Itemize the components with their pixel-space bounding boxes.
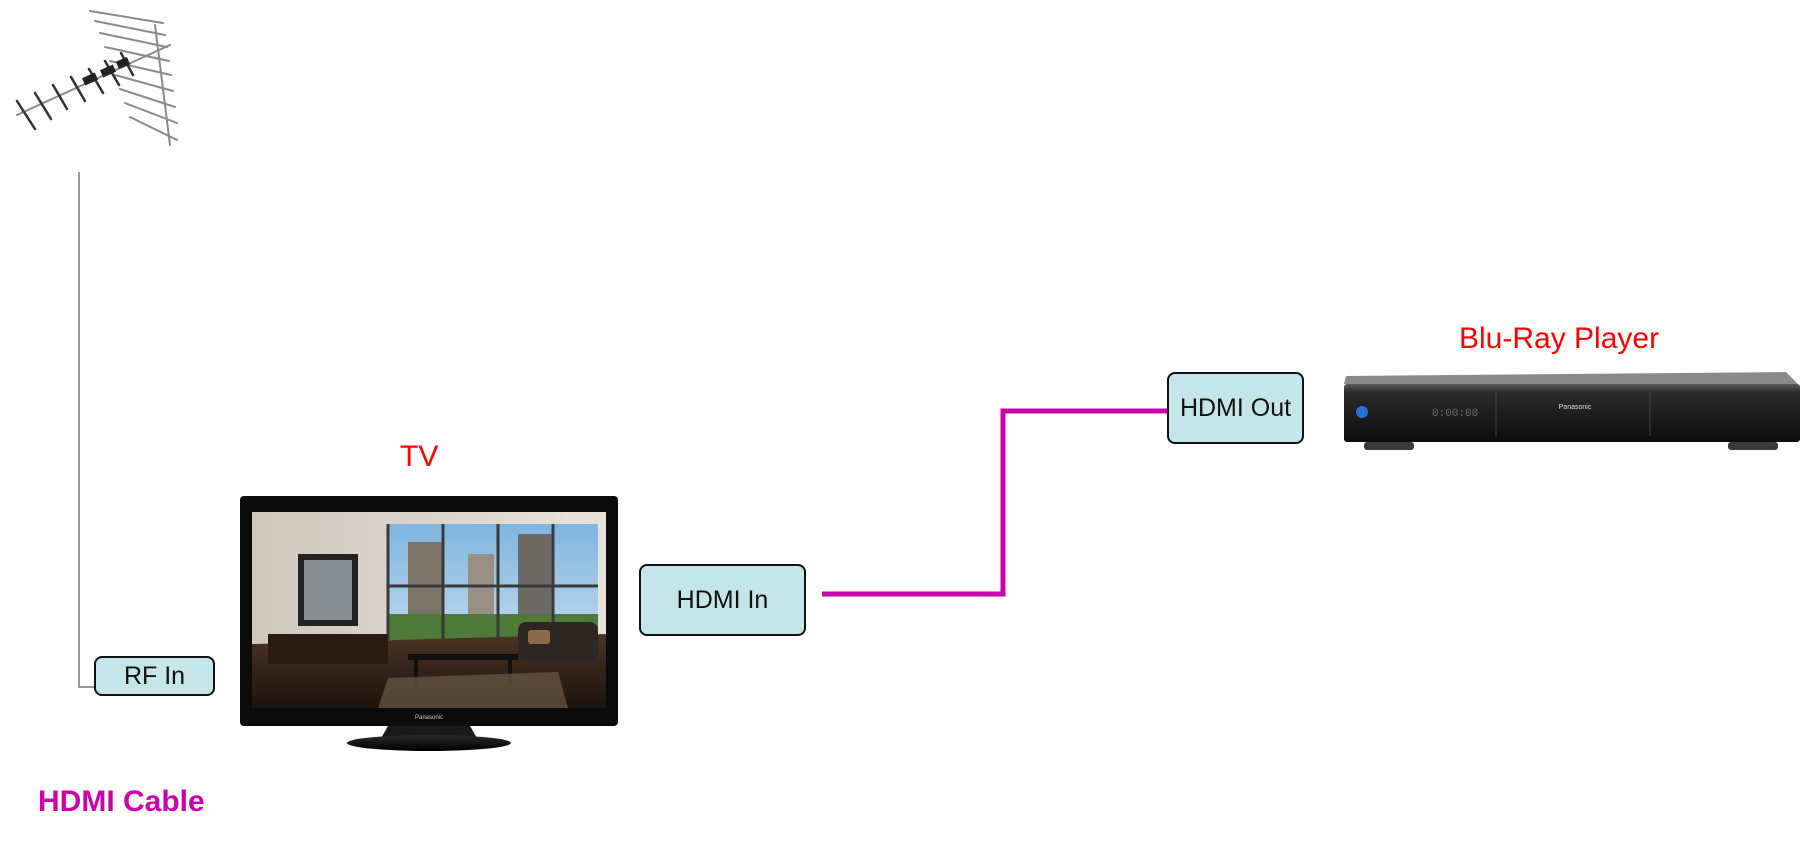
antenna-cable	[78, 172, 94, 688]
hdmi-out-port: HDMI Out	[1167, 372, 1304, 444]
tv-label: TV	[400, 440, 439, 473]
bluray-display: 0:00:00	[1432, 408, 1478, 420]
bluray-label: Blu-Ray Player	[1459, 322, 1660, 355]
antenna-icon	[15, 10, 178, 146]
tv-brand-text: Panasonic	[415, 715, 443, 721]
rf-in-port: RF In	[94, 656, 215, 696]
bluray-brand-text: Panasonic	[1559, 404, 1592, 411]
hdmi-cable	[822, 408, 1169, 597]
legend-hdmi-cable: HDMI Cable	[38, 785, 205, 818]
hdmi-in-port: HDMI In	[639, 564, 806, 636]
bluray-player-icon: 0:00:00 Panasonic	[1344, 372, 1800, 450]
tv-icon: Panasonic	[240, 496, 618, 751]
